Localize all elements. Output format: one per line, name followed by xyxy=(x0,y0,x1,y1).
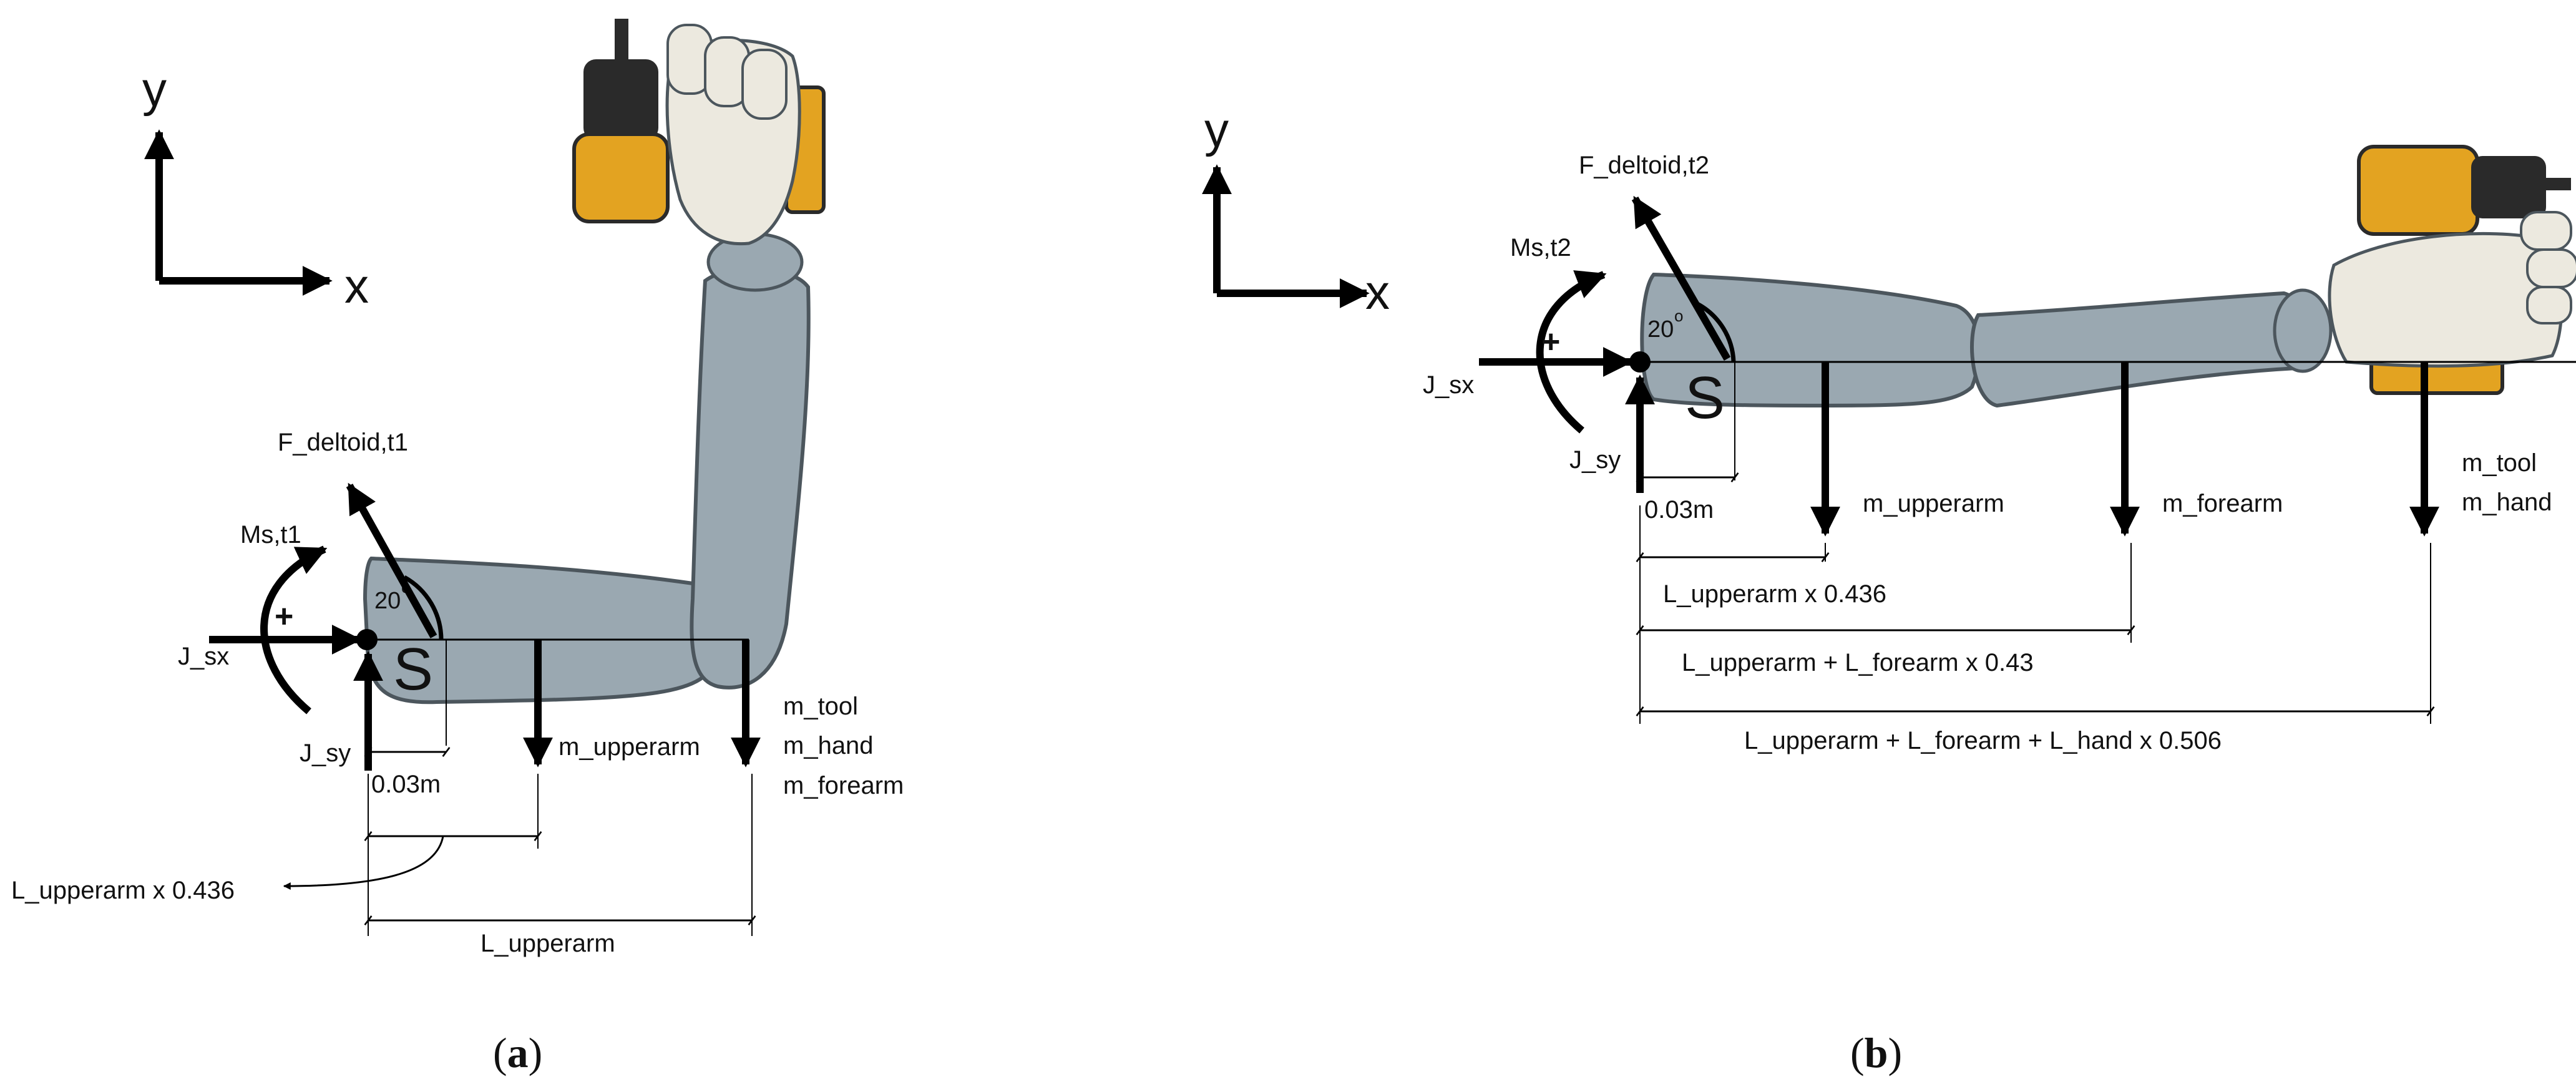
panel-b-forearm xyxy=(1970,291,2310,408)
panel-b-hand-palm xyxy=(2328,232,2564,368)
panel-b-moment-label: Ms,t2 xyxy=(1510,234,1571,261)
panel-b-angle-label: 20 xyxy=(1647,316,1674,343)
panel-b-hand-com-label: L_upperarm + L_forearm + L_hand x 0.506 xyxy=(1744,727,2222,754)
panel-a-joint-dot xyxy=(356,629,378,650)
panel-a-upperarm-length-label: L_upperarm xyxy=(481,930,615,957)
panel-b-x-axis-label: x xyxy=(1365,265,1390,319)
panel-b-drill-bit xyxy=(2543,178,2571,190)
panel-a-coordinate-axes: y x xyxy=(142,62,369,313)
panel-a-drill-illustration xyxy=(572,19,826,223)
panel-b-caption: (b) xyxy=(1850,1029,1902,1076)
panel-b-hand-mass-label: m_hand xyxy=(2462,489,2552,516)
panel-a-upperarm-com-label: L_upperarm x 0.436 xyxy=(11,877,235,904)
panel-a-drill-chuck xyxy=(583,59,658,140)
panel-b-forearm-mass-label: m_forearm xyxy=(2162,490,2283,517)
panel-a-hand-mass-label: m_hand xyxy=(783,732,874,759)
panel-a-y-axis-label: y xyxy=(142,62,167,117)
panel-a-drill-body xyxy=(572,132,670,223)
panel-a-jsy-label: J_sy xyxy=(300,739,351,767)
panel-b-y-axis-label: y xyxy=(1204,102,1229,157)
panel-a-caption: (a) xyxy=(493,1029,542,1076)
panel-a-moment-label: Ms,t1 xyxy=(240,521,301,548)
panel-b-moment-sign: + xyxy=(1541,324,1560,360)
panel-a-deltoid-force-label: F_deltoid,t1 xyxy=(278,429,408,456)
panel-b-jsx-label: J_sx xyxy=(1423,371,1474,399)
panel-a-upperarm-mass-label: m_upperarm xyxy=(559,733,700,761)
panel-a-moment-sign: + xyxy=(275,598,293,635)
panel-b-jsy-label: J_sy xyxy=(1569,446,1621,474)
panel-b-drill-body xyxy=(2357,145,2479,236)
panel-a-forearm xyxy=(690,266,811,690)
panel-a-tool-mass-label: m_tool xyxy=(783,693,858,720)
panel-a-x-axis-label: x xyxy=(344,258,369,313)
panel-a: y x S 20 o xyxy=(11,19,904,1076)
panel-a-offset-label: 0.03m xyxy=(371,771,441,798)
panel-a-leader-arrow xyxy=(283,836,444,890)
panel-a-joint-label: S xyxy=(393,636,433,703)
panel-a-deltoid-force-arrow xyxy=(346,482,437,638)
panel-b-upperarm-com-label: L_upperarm x 0.436 xyxy=(1663,580,1886,608)
panel-a-jsx-label: J_sx xyxy=(178,643,229,670)
panel-b-angle-arc xyxy=(1696,301,1736,363)
panel-b-moment-arrow xyxy=(1536,270,1607,434)
panel-b-dimensions: 0.03m L_upperarm x 0.436 L_upperarm + L_… xyxy=(1636,472,2435,754)
panel-b-joint-dot xyxy=(1629,351,1651,373)
panel-b-finger xyxy=(2520,211,2572,251)
panel-b-tool-mass-label: m_tool xyxy=(2462,449,2537,477)
panel-b-finger xyxy=(2526,248,2576,288)
panel-a-angle-arc xyxy=(403,575,444,640)
panel-b-degree-sign: o xyxy=(1674,306,1683,325)
panel-a-robotic-hand xyxy=(665,24,801,246)
panel-b-robotic-hand xyxy=(2328,211,2576,368)
panel-b-drill-chuck xyxy=(2471,156,2546,218)
panel-b-coordinate-axes: y x xyxy=(1202,102,1390,319)
panel-a-angle-label: 20 xyxy=(374,588,401,614)
panel-a-moment-arrow xyxy=(260,545,328,714)
panel-b-wrist xyxy=(2273,288,2333,373)
panel-b: y x S 20 o xyxy=(1202,102,2576,1076)
panel-a-forearm-mass-label: m_forearm xyxy=(783,772,904,799)
panel-b-forearm-com-label: L_upperarm + L_forearm x 0.43 xyxy=(1682,649,2034,676)
panel-a-finger xyxy=(741,49,788,120)
panel-b-upperarm-mass-label: m_upperarm xyxy=(1863,490,2004,517)
panel-b-joint-label: S xyxy=(1685,364,1725,431)
panel-b-deltoid-force-arrow xyxy=(1631,195,1731,361)
panel-a-drill-bit xyxy=(615,19,628,62)
panel-b-deltoid-force-label: F_deltoid,t2 xyxy=(1579,152,1709,179)
panel-b-finger xyxy=(2526,286,2572,324)
panel-a-dimensions: 0.03m L_upperarm x 0.436 L_upperarm xyxy=(11,746,756,957)
panel-b-offset-label: 0.03m xyxy=(1644,496,1714,524)
